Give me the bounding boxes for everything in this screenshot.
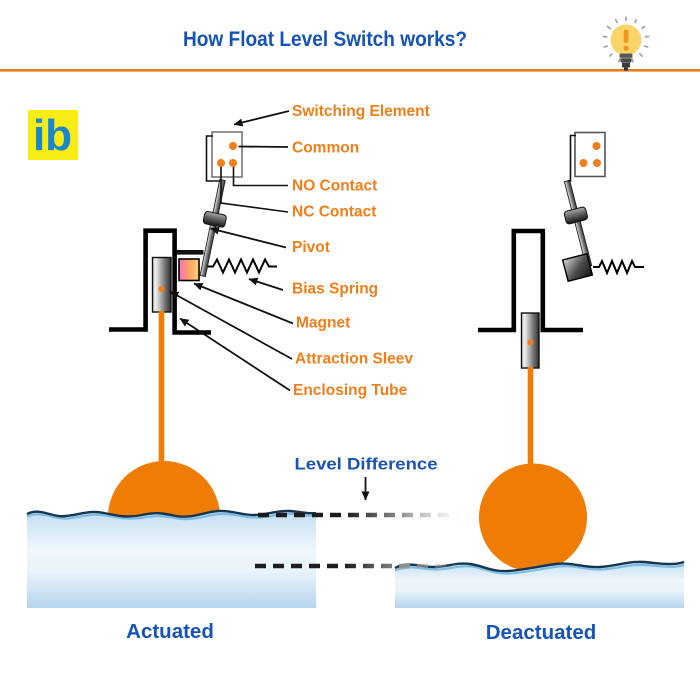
- header-divider: [0, 69, 700, 72]
- no-terminal-dot-right: [593, 159, 601, 167]
- label-magnet: Magnet: [296, 315, 350, 332]
- logo-background: [28, 110, 78, 160]
- switching-element-box-right: [574, 131, 606, 178]
- attraction-sleeve-arrow: [169, 290, 293, 360]
- state-label-deactuated: Deactuated: [486, 621, 597, 644]
- page-title: How Float Level Switch works?: [183, 27, 467, 51]
- support-shelf: [176, 250, 204, 255]
- switch-wire-left: [205, 135, 221, 182]
- nc-terminal-dot: [217, 159, 225, 167]
- nc-contact-wire: [220, 166, 289, 213]
- bias-spring-left: [206, 257, 277, 275]
- enclosing-tube-left: [109, 228, 211, 335]
- label-switching-element: Switching Element: [292, 103, 430, 120]
- magnet-left: [178, 258, 200, 282]
- bias-spring-arrow: [248, 277, 284, 291]
- logo-text: ib: [33, 111, 72, 160]
- label-common: Common: [292, 140, 359, 157]
- common-terminal-dot: [229, 142, 237, 150]
- switch-wire-right: [568, 134, 576, 182]
- lightbulb-icon: [602, 16, 650, 71]
- no-terminal-dot: [229, 159, 237, 167]
- logo: ib: [28, 110, 78, 160]
- header: How Float Level Switch works?: [0, 16, 700, 72]
- water-tank-right: [394, 560, 685, 608]
- label-level-difference: Level Difference: [295, 455, 438, 474]
- state-label-actuated: Actuated: [126, 620, 214, 643]
- common-line: [238, 145, 289, 148]
- common-terminal-dot-right: [592, 142, 601, 150]
- pivot-clamp-right: [563, 206, 588, 225]
- switching-element-box-left: [211, 131, 243, 178]
- label-no-contact: NO Contact: [292, 178, 377, 195]
- attraction-sleeve-left: [151, 256, 172, 313]
- enclosing-tube-arrow: [179, 317, 291, 392]
- sleeve-dot-right: [527, 339, 534, 346]
- no-contact-wire: [232, 166, 288, 187]
- sleeve-dot-left: [158, 286, 165, 292]
- label-enclosing-tube: Enclosing Tube: [293, 382, 408, 399]
- deactuated-assembly: [478, 131, 644, 468]
- actuated-assembly: [109, 131, 289, 469]
- float-ball-right: [479, 463, 587, 572]
- label-bias-spring: Bias Spring: [292, 281, 378, 298]
- exclamation-mark: [623, 29, 629, 43]
- enclosing-tube-right: [478, 228, 583, 333]
- label-nc-contact: NC Contact: [292, 204, 376, 221]
- magnet-arrow: [193, 282, 294, 325]
- label-pivot: Pivot: [292, 239, 330, 256]
- bias-spring-right: [593, 258, 644, 276]
- float-stem-left: [158, 311, 165, 469]
- float-stem-right: [527, 367, 534, 468]
- float-ball-left: [108, 461, 220, 517]
- component-labels: Switching Element Common NO Contact NC C…: [292, 103, 430, 399]
- switching-element-arrow: [233, 110, 290, 127]
- magnet-right: [561, 252, 594, 283]
- pivot-arrow: [210, 226, 287, 249]
- pivot-clamp-left: [202, 210, 227, 228]
- water-tank-left: [26, 509, 317, 608]
- label-attraction-sleeve: Attraction Sleev: [295, 351, 413, 368]
- nc-terminal-dot-right: [579, 159, 588, 167]
- callout-lines: [169, 110, 370, 501]
